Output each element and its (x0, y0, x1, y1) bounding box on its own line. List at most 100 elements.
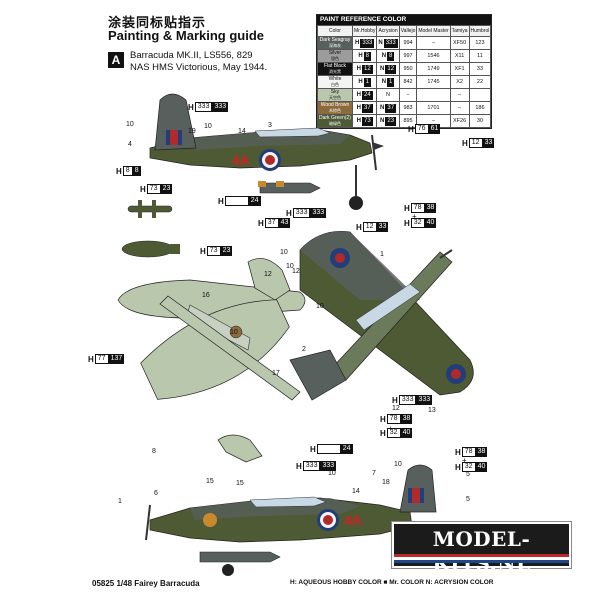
scheme-description: Barracuda MK.II, LS556, 829 NAS HMS Vict… (130, 50, 267, 74)
part-number: 1 (118, 498, 122, 505)
part-number: 10 (328, 470, 336, 477)
part-number: 15 (236, 480, 244, 487)
part-number: 18 (382, 479, 390, 486)
part-number: 12 (392, 405, 400, 412)
side-view-top: 4A (149, 93, 384, 210)
part-number: 1 (380, 251, 384, 258)
part-number: 10 (126, 121, 134, 128)
title-chinese: 涂装同标贴指示 (108, 15, 207, 30)
paint-table-header: Humbrol (468, 25, 492, 37)
part-number: 5 (466, 496, 470, 503)
side-view-bottom: 4A (145, 464, 437, 576)
humbrol-code: 30 (468, 114, 492, 128)
color-name-cn: 木棕色 (328, 108, 341, 113)
aircraft-code-bottom: 4A (344, 512, 362, 528)
plus-sign: + (462, 456, 467, 465)
product-footer: 05825 1/48 Fairey Barracuda (92, 579, 200, 588)
color-name-cn: 银色 (330, 56, 339, 61)
part-number: 12 (292, 268, 300, 275)
part-number: 2 (302, 346, 306, 353)
part-number: 3 (268, 122, 272, 129)
part-number: 6 (154, 490, 158, 497)
aircraft-code-top: 4A (232, 152, 250, 168)
part-number: 10 (286, 263, 294, 270)
part-number: 10 (394, 461, 402, 468)
part-number: 17 (272, 370, 280, 377)
part-number: 10 (280, 249, 288, 256)
color-name-cn: 天空色 (328, 95, 341, 100)
color-name-cn: 深海灰 (328, 43, 341, 48)
color-name: White (328, 76, 342, 82)
color-name: Flat Black (324, 63, 346, 69)
paint-table-title: PAINT REFERENCE COLOR (317, 15, 491, 25)
part-number: 16 (202, 292, 210, 299)
scheme-line-1: Barracuda MK.II, LS556, 829 (130, 50, 253, 61)
underside-view (117, 258, 306, 463)
part-number: 14 (352, 488, 360, 495)
ordnance-illustration (121, 200, 180, 258)
color-name: Dark Green(2) (319, 115, 351, 121)
top-view (289, 231, 474, 401)
part-number: 7 (372, 470, 376, 477)
color-name: Wood Brown (320, 102, 350, 108)
part-number: 4 (128, 141, 132, 148)
color-name-cn: 白色 (330, 82, 339, 87)
part-number: 12 (264, 271, 272, 278)
humbrol-code: 123 (468, 36, 492, 50)
flag-stripes (394, 554, 569, 564)
scheme-line-2: NAS HMS Victorious, May 1944. (130, 62, 268, 73)
watermark-logo: MODEL-KITS.NL (391, 521, 572, 575)
part-number: 10 (316, 303, 324, 310)
part-number: 8 (152, 448, 156, 455)
color-name: Silver (328, 50, 342, 56)
part-number: 15 (206, 478, 214, 485)
plus-sign: + (412, 212, 417, 221)
part-number: 14 (238, 128, 246, 135)
part-number: 19 (188, 128, 196, 135)
plus-sign: + (388, 424, 393, 433)
color-name-cn: 消光黑 (328, 69, 341, 74)
paint-table-header: Mr.Hobby (351, 25, 378, 37)
watermark-text: MODEL-KITS.NL (432, 527, 531, 575)
part-number: 5 (466, 471, 470, 478)
part-number: 13 (428, 407, 436, 414)
color-name: Sky (330, 89, 340, 95)
color-name-cn: 暗绿色 (328, 121, 341, 126)
title-english: Painting & Marking guide (108, 28, 265, 43)
color-name: Dark Seagray (319, 37, 351, 43)
